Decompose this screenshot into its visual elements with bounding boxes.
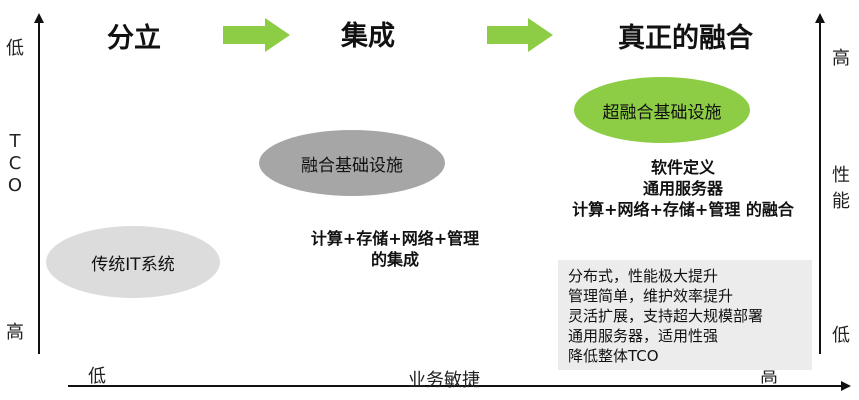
feature-item: 通用服务器，适用性强 <box>568 327 719 345</box>
bottom-axis-center-label: 业务敏捷 <box>408 370 480 391</box>
stage-title-integrated: 集成 <box>341 21 395 52</box>
node-hyper-converged-infrastructure: 超融合基础设施 <box>574 77 750 143</box>
stage-title-converged: 真正的融合 <box>618 23 753 54</box>
left-axis-top-label: 低 <box>6 38 24 59</box>
integrated-caption: 计算+存储+网络+管理 的集成 <box>310 229 480 269</box>
right-axis-metric-label: 性 能 <box>832 165 850 212</box>
node-converged-infrastructure: 融合基础设施 <box>259 130 445 196</box>
left-axis-bottom-label: 高 <box>6 322 24 343</box>
right-axis-top-label: 高 <box>832 48 850 69</box>
feature-item: 灵活扩展，支持超大规模部署 <box>568 307 764 325</box>
bottom-axis-left-label: 低 <box>88 366 106 387</box>
stage-arrow-2 <box>487 18 553 52</box>
feature-item: 管理简单，维护效率提升 <box>568 287 734 305</box>
node-hyper-converged-label: 超融合基础设施 <box>602 102 722 123</box>
feature-item: 降低整体TCO <box>568 347 659 365</box>
stage-title-separate: 分立 <box>107 23 161 54</box>
right-axis-bottom-label: 低 <box>832 325 850 346</box>
stage-arrow-1 <box>223 18 290 52</box>
node-traditional-it: 传统IT系统 <box>46 226 220 298</box>
bottom-axis-right-label: 高 <box>760 366 778 387</box>
left-axis-metric-label: T C O <box>7 131 23 196</box>
feature-item: 分布式，性能极大提升 <box>568 267 719 285</box>
converged-caption: 软件定义 通用服务器 计算+网络+存储+管理 的融合 <box>572 158 794 219</box>
node-converged-infrastructure-label: 融合基础设施 <box>301 155 403 176</box>
node-traditional-it-label: 传统IT系统 <box>91 254 175 275</box>
feature-list-box: 分布式，性能极大提升 管理简单，维护效率提升 灵活扩展，支持超大规模部署 通用服… <box>558 260 812 370</box>
